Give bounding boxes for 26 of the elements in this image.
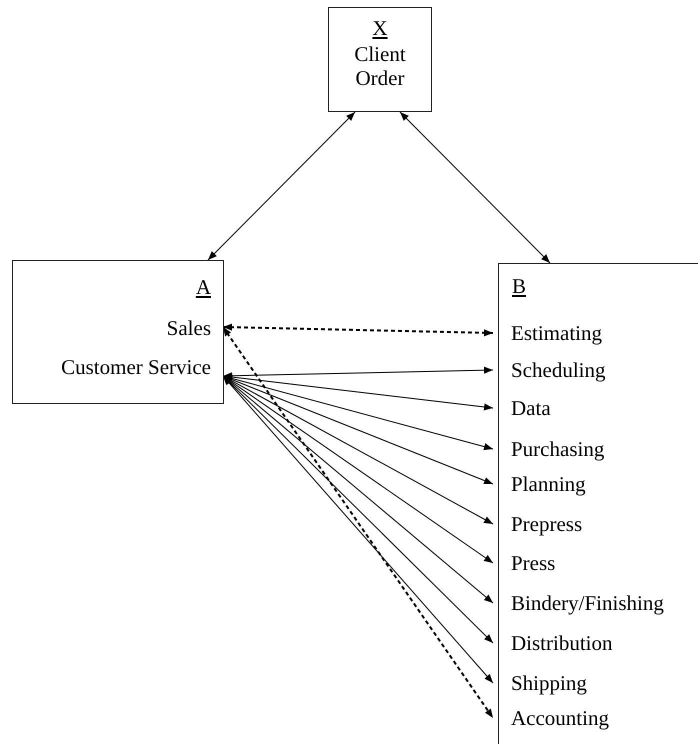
- process-box: [328, 7, 432, 112]
- arrow: [222, 373, 494, 411]
- department-name: Estimating: [511, 321, 602, 345]
- arrow: [222, 366, 494, 380]
- process-box: [12, 260, 224, 404]
- department-name: Customer Service: [61, 355, 211, 379]
- box-letter: B: [512, 274, 526, 298]
- box-letter: A: [196, 275, 211, 299]
- department-name: Bindery/Finishing: [511, 591, 664, 615]
- department-name: Distribution: [511, 631, 613, 655]
- department-box: [498, 263, 698, 744]
- box-text: Client Order: [353, 42, 407, 90]
- box-letter: X: [371, 16, 389, 40]
- arrow: [208, 112, 356, 260]
- department-name: Sales: [166, 316, 211, 340]
- department-name: Purchasing: [511, 437, 604, 461]
- dashed-arrow: [222, 324, 494, 336]
- department-name: Shipping: [511, 671, 587, 695]
- arrow: [400, 112, 550, 264]
- dashed-arrow: [222, 326, 494, 719]
- department-name: Prepress: [511, 512, 582, 536]
- department-name: Scheduling: [511, 358, 606, 382]
- department-name: Accounting: [511, 706, 609, 730]
- department-name: Press: [511, 551, 556, 575]
- department-name: Planning: [511, 472, 586, 496]
- department-name: Data: [511, 396, 551, 420]
